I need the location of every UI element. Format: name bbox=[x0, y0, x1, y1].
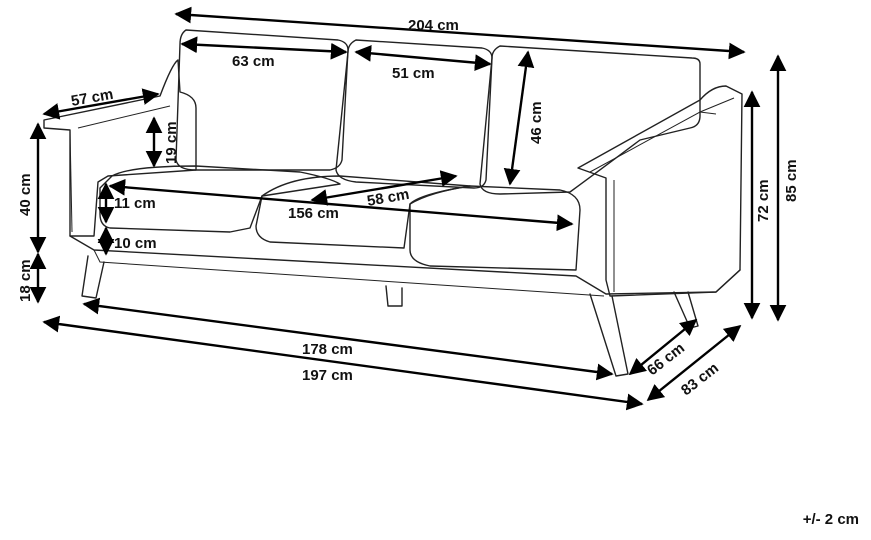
label-overall-depth: 83 cm bbox=[678, 360, 722, 400]
right-armrest bbox=[577, 85, 743, 297]
label-armrest-total-height: 72 cm bbox=[755, 179, 772, 222]
label-back-cushion-height: 46 cm bbox=[528, 101, 545, 144]
label-width-at-base: 197 cm bbox=[302, 367, 353, 384]
sofa-base bbox=[69, 235, 741, 295]
dim-line-width-at-base bbox=[42, 315, 644, 411]
dim-line-overall-width bbox=[174, 6, 746, 60]
label-leg-height: 18 cm bbox=[17, 259, 34, 302]
label-overall-width: 204 cm bbox=[408, 17, 459, 34]
label-left-back-cushion: 63 cm bbox=[232, 53, 275, 70]
dim-line-middle-back-cushion bbox=[354, 44, 492, 72]
seat-cushion-right bbox=[409, 185, 581, 271]
dim-line-back-cushion-height bbox=[503, 50, 535, 186]
label-arm-height: 40 cm bbox=[17, 173, 34, 216]
left-armrest bbox=[43, 59, 197, 237]
label-seat-width: 156 cm bbox=[288, 205, 339, 222]
dimension-lines bbox=[29, 6, 787, 411]
dim-line-left-back-cushion bbox=[180, 36, 348, 60]
label-seat-base: 10 cm bbox=[114, 235, 157, 252]
label-middle-back-cushion: 51 cm bbox=[392, 65, 435, 82]
leg-front-right bbox=[589, 293, 629, 377]
tolerance-note: +/- 2 cm bbox=[802, 511, 859, 528]
label-seat-thickness: 11 cm bbox=[114, 195, 156, 212]
leg-back-middle bbox=[385, 285, 403, 307]
leg-front-left bbox=[81, 255, 105, 299]
label-overall-height: 85 cm bbox=[783, 159, 800, 202]
dim-line-seat-width bbox=[108, 178, 574, 232]
dimension-labels: 204 cm 63 cm 51 cm 46 cm 57 cm 19 cm 11 … bbox=[17, 17, 800, 399]
label-armrest-height: 19 cm bbox=[163, 121, 180, 164]
label-width-at-legs: 178 cm bbox=[302, 341, 353, 358]
dim-line-armrest-depth bbox=[42, 88, 160, 120]
dim-line-overall-depth bbox=[646, 324, 742, 402]
